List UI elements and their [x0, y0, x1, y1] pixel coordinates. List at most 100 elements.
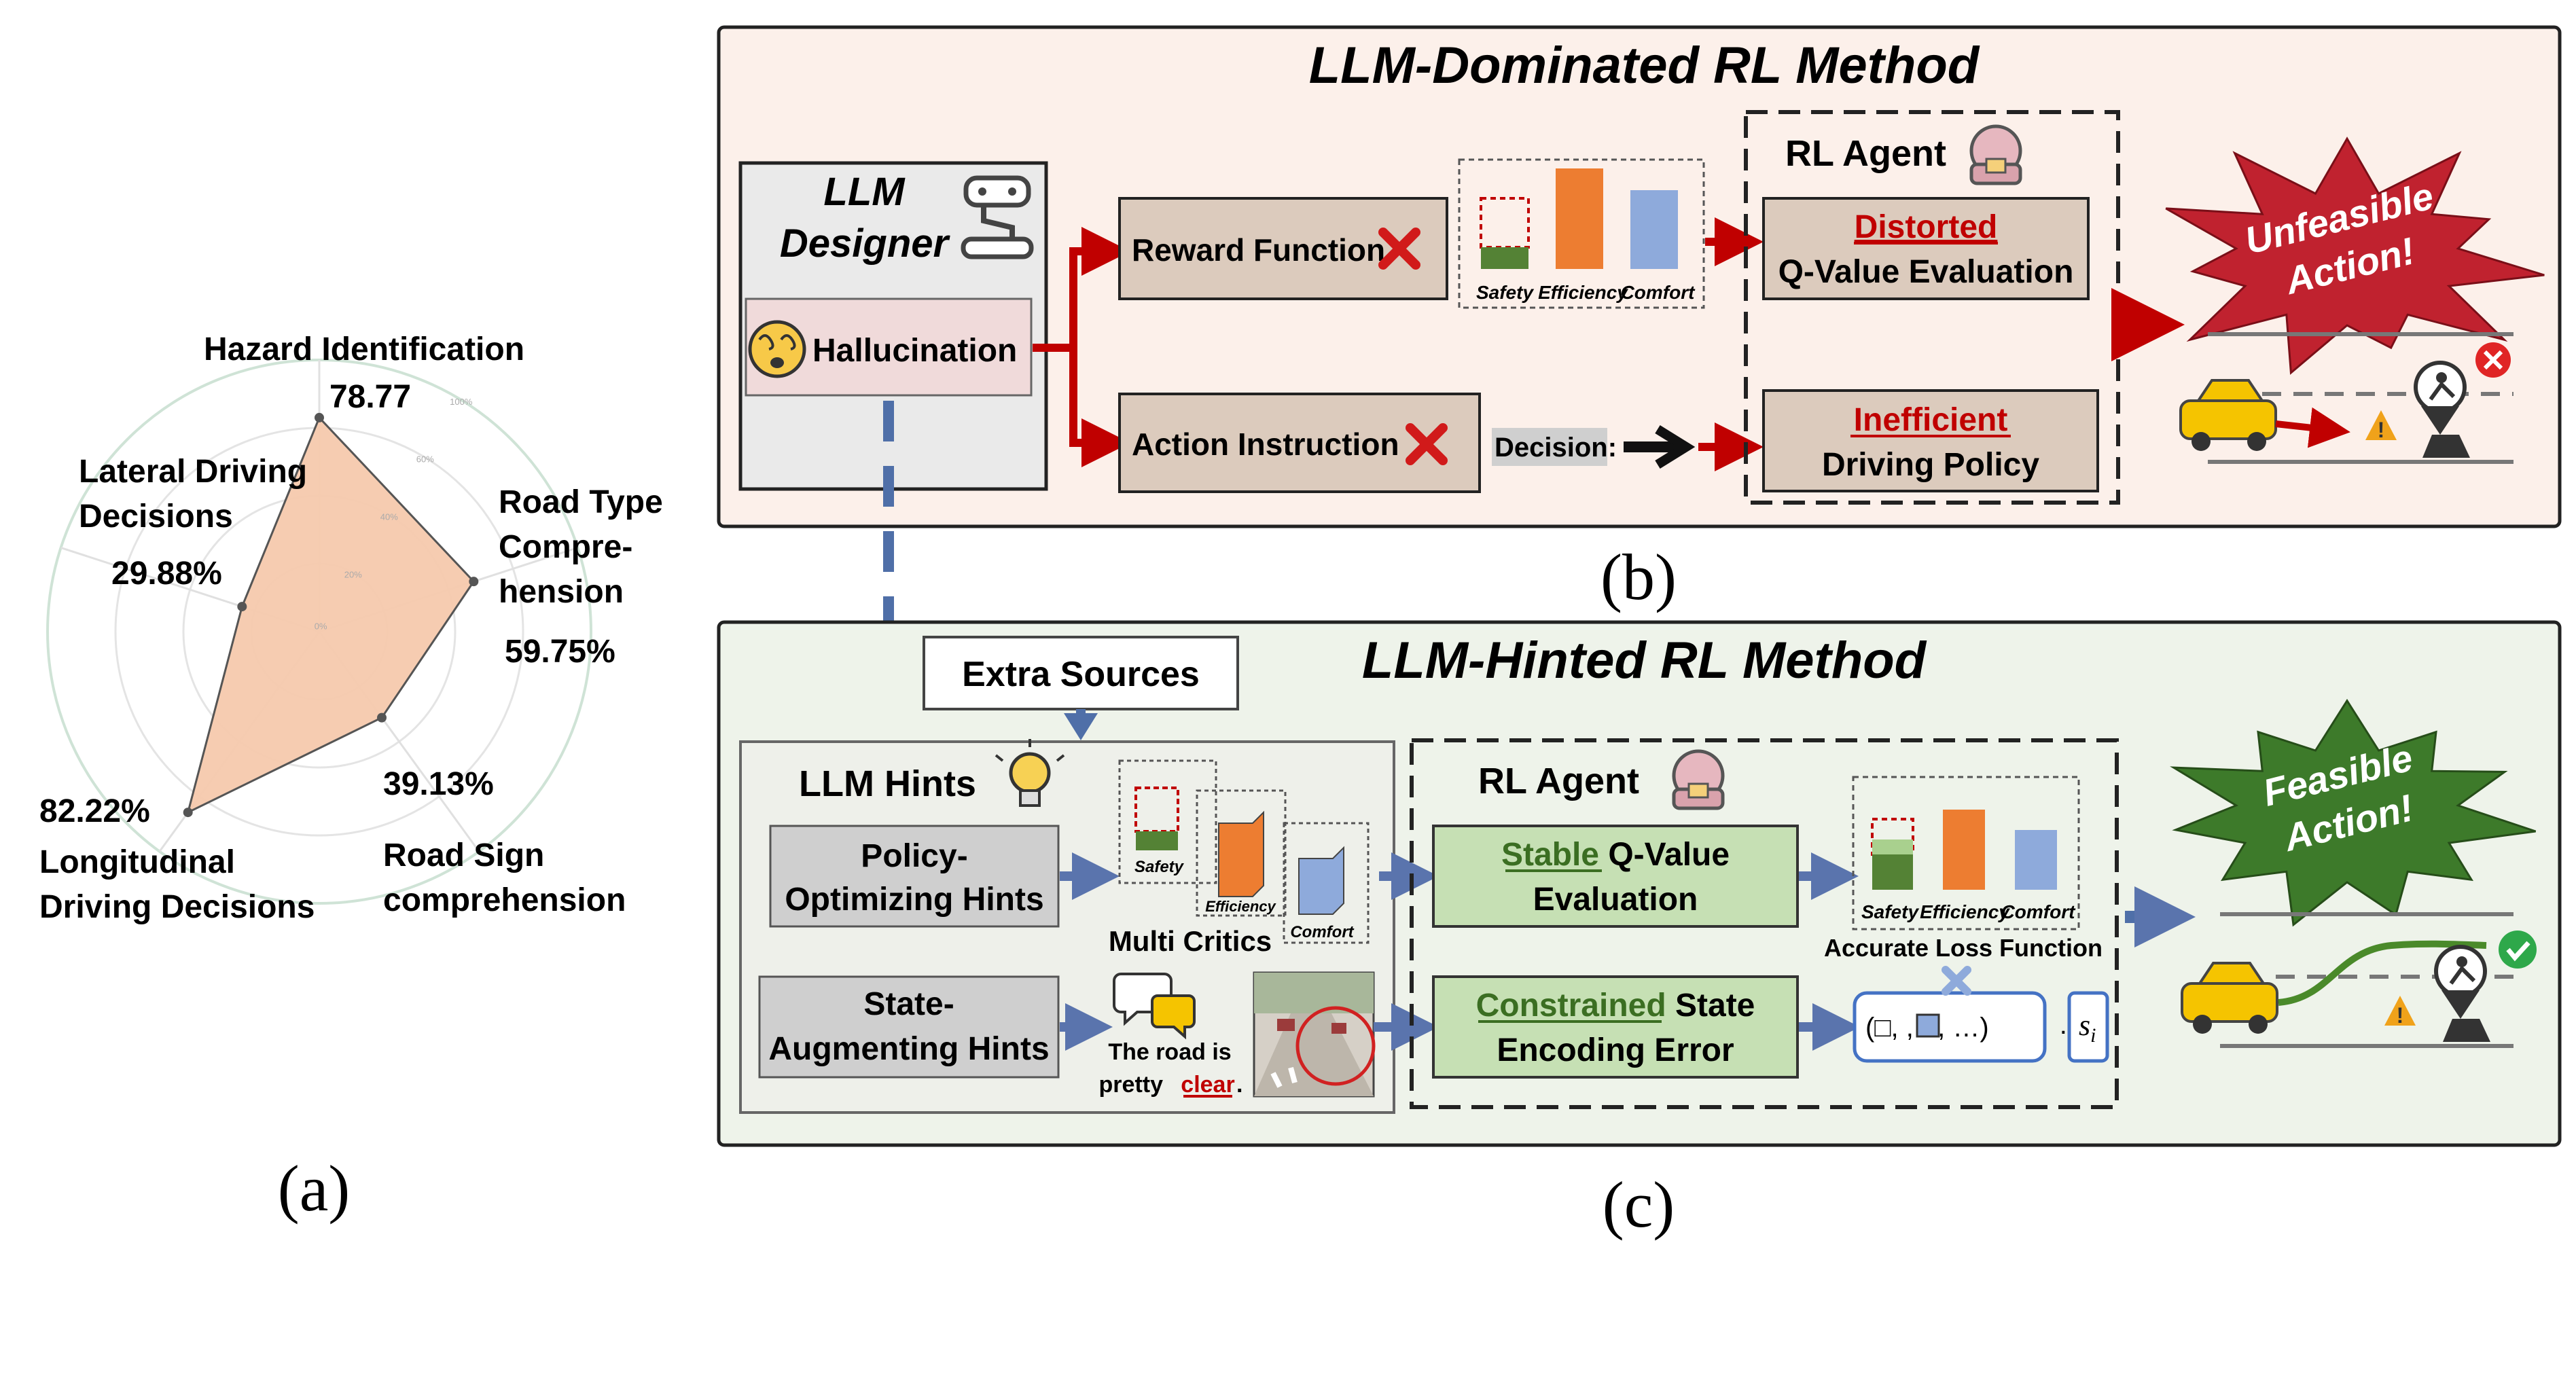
- critic-safety-bar: [1136, 831, 1178, 850]
- loss-bars: [1871, 810, 2057, 890]
- radar-axis-label: comprehension: [383, 882, 626, 918]
- radar-value-label: 29.88%: [111, 556, 222, 592]
- robot-icon: [1969, 124, 2022, 185]
- efficiency-bar: [1556, 168, 1603, 269]
- state-hints-line2: Augmenting Hints: [768, 1031, 1049, 1067]
- inefficient-rest: Driving Policy: [1822, 447, 2039, 483]
- panel-c: LLM-Hinted RL Method Extra Sources LLM H…: [717, 620, 2562, 1147]
- panel-b: LLM-Dominated RL Method LLM Designer Hal…: [717, 25, 2562, 528]
- speech-pretty: pretty: [1099, 1072, 1164, 1098]
- policy-hints-box: [769, 825, 1060, 928]
- multi-critics-label: Multi Critics: [1109, 925, 1272, 957]
- hallucination-label: Hallucination: [812, 333, 1017, 369]
- safety-bar: [1481, 247, 1528, 269]
- stable-line2: Evaluation: [1533, 882, 1698, 918]
- bar-label-comfort: Comfort: [1621, 282, 1696, 303]
- unfeasible-burst: Unfeasible Action!: [2165, 137, 2545, 375]
- constrained-rest: State: [1666, 988, 1755, 1024]
- radar-point: [237, 602, 247, 612]
- extra-sources-box: [923, 636, 1239, 710]
- llm-designer-title-1: LLM: [823, 170, 906, 214]
- roadwork-sign-icon: [2434, 945, 2490, 1042]
- inefficient-box: [1762, 389, 2099, 492]
- bar-label-safety: Safety: [1476, 282, 1534, 303]
- svg-text:!: !: [2397, 1003, 2404, 1028]
- state-si-box: [2067, 991, 2109, 1063]
- constrained-box: [1432, 975, 1799, 1079]
- speech-line1: The road is: [1108, 1039, 1231, 1065]
- red-x-icon: [1406, 423, 1448, 465]
- radar-area: [186, 416, 476, 814]
- constrained-green: Constrained: [1476, 988, 1666, 1024]
- panel-b-title: LLM-Dominated RL Method: [1309, 37, 1980, 94]
- caption-a: (a): [278, 1152, 351, 1225]
- state-si-text: si: [2079, 1009, 2096, 1047]
- loss-safety-bar: [1872, 854, 1913, 890]
- extra-sources-head: [1064, 713, 1098, 740]
- decision-label: Decision:: [1495, 433, 1617, 463]
- lightbulb-icon: [995, 739, 1065, 807]
- radar-axis-label: Road Sign: [383, 837, 544, 873]
- critic-frame-efficiency: [1196, 789, 1287, 917]
- action-instruction-label: Action Instruction: [1132, 427, 1399, 462]
- radar-tick-label: 100%: [450, 397, 473, 407]
- stable-rest: Q-Value: [1599, 837, 1730, 873]
- fork-arrow-upper: [1033, 227, 1130, 352]
- reward-function-label: Reward Function: [1132, 232, 1385, 268]
- check-icon: [2499, 931, 2537, 969]
- critic-label-safety: Safety: [1134, 858, 1185, 876]
- panel-c-title: LLM-Hinted RL Method: [1362, 632, 1927, 689]
- radar-tick-label: 60%: [416, 454, 434, 465]
- llm-designer-title-2: Designer: [780, 221, 951, 266]
- speech-clear: clear: [1181, 1072, 1234, 1098]
- radar-value-label: 39.13%: [383, 766, 494, 802]
- distorted-box: [1762, 197, 2090, 300]
- distorted-red: Distorted: [1855, 209, 1998, 245]
- safety-bar-dashed: [1480, 197, 1530, 249]
- radar-value-label: 78.77: [329, 379, 411, 415]
- caption-c: (c): [1603, 1168, 1675, 1241]
- robot-icon: [1672, 749, 1725, 810]
- radar-value-label: 59.75%: [505, 634, 615, 670]
- radar-axis-label: Hazard Identification: [204, 331, 524, 367]
- radar-tick-label: 20%: [344, 569, 362, 579]
- critic-efficiency-bar: [1218, 810, 1264, 897]
- avoid-path: [2278, 940, 2487, 1006]
- constrained-line2: Encoding Error: [1497, 1032, 1734, 1068]
- speech-bubbles-icon: [1113, 973, 1196, 1040]
- loss-function-label: Accurate Loss Function: [1824, 934, 2103, 962]
- loss-bars-frame: [1852, 776, 2080, 931]
- llm-hints-label: LLM Hints: [799, 763, 976, 804]
- reward-function-box: [1118, 197, 1448, 300]
- inefficient-red: Inefficient: [1854, 402, 2008, 438]
- reward-bars-frame: [1458, 158, 1705, 309]
- bar-label-efficiency: Efficiency: [1538, 282, 1628, 303]
- reward-bars: [1480, 168, 1678, 269]
- roadwork-sign-icon: [2414, 361, 2470, 458]
- blue-x-icon: [1942, 966, 1971, 996]
- feasible-burst: Feasible Action!: [2170, 698, 2537, 927]
- decision-arrow-head: [1655, 425, 1696, 469]
- radar-point: [183, 808, 193, 818]
- loss-label-comfort: Comfort: [2001, 901, 2077, 922]
- state-symbol: s: [2079, 1009, 2090, 1042]
- state-subscript: i: [2090, 1024, 2096, 1047]
- stable-green: Stable: [1501, 837, 1599, 873]
- taxi-icon: [2179, 379, 2277, 451]
- loss-comfort-bar: [2015, 830, 2057, 890]
- stable-line1: Stable Q-Value: [1501, 837, 1730, 873]
- comfort-bar: [1630, 190, 1678, 269]
- critic-comfort-bar: [1298, 846, 1344, 915]
- fork-arrow-lower: [1069, 348, 1130, 467]
- radar-axis-label: Lateral Driving: [79, 454, 307, 490]
- svg-text:!: !: [2378, 418, 2385, 442]
- loss-efficiency-bar: [1943, 810, 1985, 890]
- state-hints-box: [758, 975, 1060, 1079]
- radar-axis-label: Compre-: [499, 529, 632, 565]
- radar-point: [315, 412, 324, 422]
- road-scene-b: !: [2179, 332, 2514, 464]
- distorted-rest: Q-Value Evaluation: [1778, 254, 2074, 290]
- radar-axis-label: Longitudinal: [39, 844, 235, 880]
- policy-hints-line2: Optimizing Hints: [785, 882, 1043, 918]
- red-x-icon: [1378, 228, 1420, 270]
